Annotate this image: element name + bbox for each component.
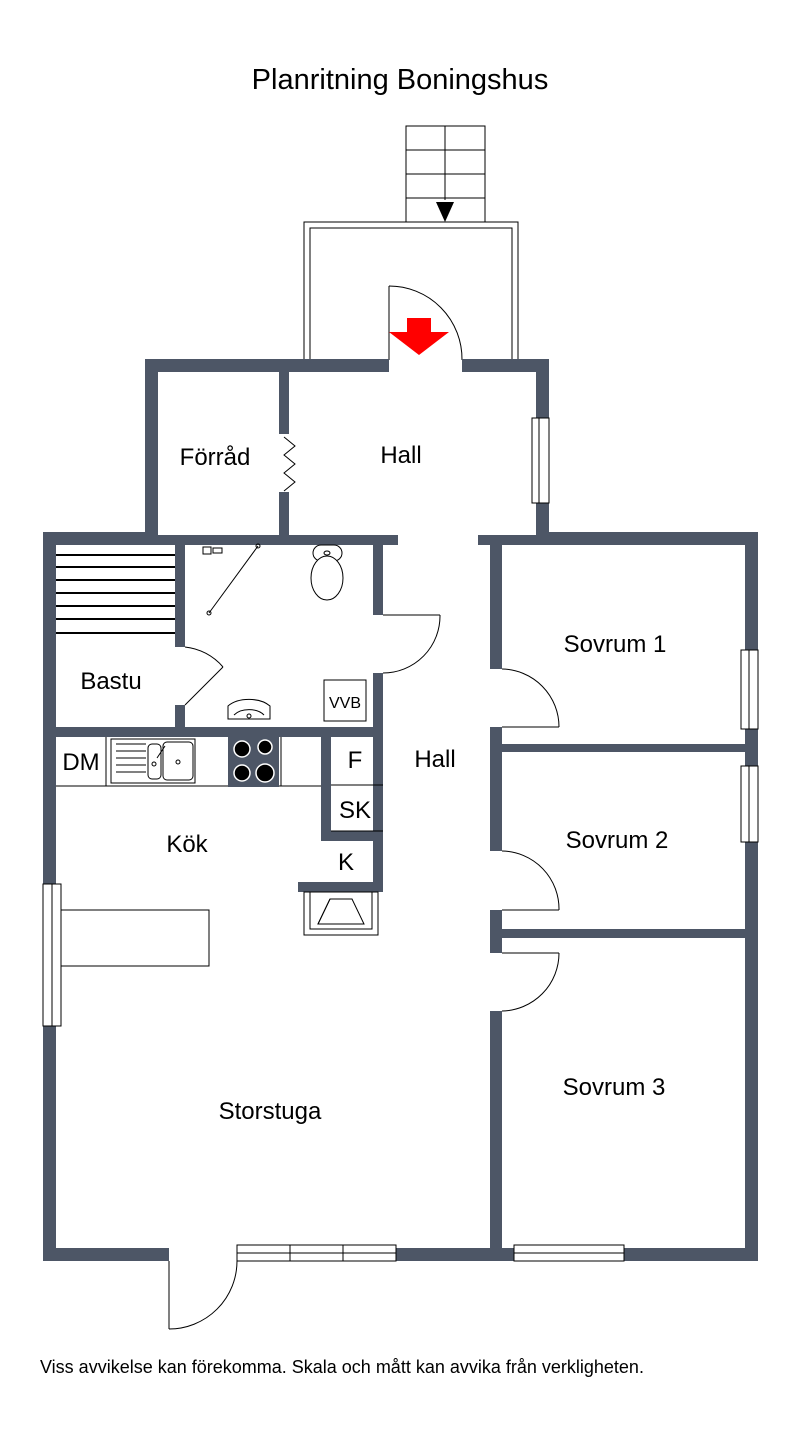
room-label-k: K bbox=[338, 849, 354, 876]
door-sovrum-1[interactable] bbox=[501, 668, 560, 728]
room-label-f: F bbox=[348, 747, 363, 774]
room-label-hall-top: Hall bbox=[380, 442, 421, 469]
kitchen-island bbox=[60, 909, 210, 967]
stair-arrow-icon bbox=[436, 202, 454, 222]
front-door[interactable] bbox=[388, 285, 463, 361]
stove-icon bbox=[228, 737, 279, 787]
door-wc[interactable] bbox=[382, 614, 441, 674]
door-sovrum-3[interactable] bbox=[501, 952, 560, 1012]
window-storstuga bbox=[236, 1244, 397, 1262]
walls bbox=[43, 359, 758, 1261]
porch bbox=[303, 221, 519, 360]
room-label-kok: Kök bbox=[166, 831, 208, 858]
windows bbox=[42, 417, 759, 1262]
sink-icon bbox=[110, 738, 196, 784]
page-title: Planritning Boningshus bbox=[251, 64, 549, 96]
room-label-forrad: Förråd bbox=[180, 444, 251, 471]
window-sovrum-3 bbox=[513, 1244, 625, 1262]
window-sovrum-1 bbox=[740, 649, 759, 730]
disclaimer: Viss avvikelse kan förekomma. Skala och … bbox=[40, 1357, 644, 1377]
door-sovrum-2[interactable] bbox=[501, 850, 560, 911]
fireplace-icon bbox=[303, 891, 379, 936]
room-label-bastu: Bastu bbox=[80, 668, 141, 695]
doors bbox=[168, 436, 560, 1330]
door-forrad[interactable] bbox=[283, 436, 296, 492]
washbasin-icon bbox=[227, 698, 271, 720]
window-hall bbox=[531, 417, 550, 504]
window-kitchen bbox=[42, 883, 62, 1027]
door-terrace[interactable] bbox=[168, 1260, 238, 1330]
room-label-vvb: VVB bbox=[329, 695, 361, 712]
vvb-box bbox=[323, 679, 367, 722]
room-label-storstuga: Storstuga bbox=[219, 1098, 322, 1125]
room-label-sovrum-3: Sovrum 3 bbox=[563, 1074, 666, 1101]
toilet-icon bbox=[310, 544, 344, 601]
sauna-benches bbox=[56, 554, 175, 634]
room-label-dm: DM bbox=[62, 749, 99, 776]
window-sovrum-2 bbox=[740, 765, 759, 843]
door-bastu[interactable] bbox=[184, 646, 224, 706]
entry-arrow-icon bbox=[389, 318, 449, 355]
closets bbox=[331, 784, 383, 832]
room-label-sk: SK bbox=[339, 797, 371, 824]
shower-icon bbox=[202, 543, 261, 616]
room-label-sovrum-1: Sovrum 1 bbox=[564, 631, 667, 658]
room-label-hall: Hall bbox=[414, 746, 455, 773]
room-label-sovrum-2: Sovrum 2 bbox=[566, 827, 669, 854]
